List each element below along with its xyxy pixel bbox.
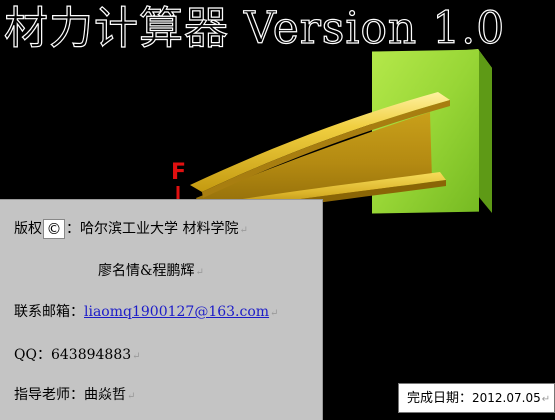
copyright-separator: ： — [66, 221, 80, 237]
advisor-name: 曲焱哲 — [84, 387, 126, 403]
advisor-label: 指导老师： — [14, 387, 84, 403]
app-title: 材力计算器 Version 1.0 — [3, 2, 506, 54]
paragraph-mark-icon: ↵ — [541, 394, 551, 405]
paragraph-mark-icon: ↵ — [132, 351, 141, 362]
force-arrow: F — [171, 160, 186, 200]
paragraph-mark-icon: ↵ — [127, 391, 136, 402]
qq-number: 643894883 — [50, 347, 132, 363]
copyright-icon: © — [43, 219, 65, 239]
paragraph-mark-icon: ↵ — [239, 225, 248, 236]
paragraph-mark-icon: ↵ — [270, 308, 279, 319]
authors-row: 廖名情&程鹏辉↵ — [98, 260, 204, 280]
copyright-label: 版权 — [14, 221, 42, 237]
completion-date: 2012.07.05 — [472, 391, 541, 405]
force-label: F — [171, 160, 186, 185]
completion-label: 完成日期： — [407, 391, 473, 406]
authors-text: 廖名情&程鹏辉 — [98, 263, 195, 279]
qq-row: QQ：643894883↵ — [14, 344, 141, 364]
advisor-row: 指导老师：曲焱哲↵ — [14, 384, 135, 404]
qq-label: QQ： — [14, 347, 51, 363]
email-row: 联系邮箱：liaomq1900127@163.com↵ — [14, 301, 278, 321]
copyright-row: 版权©：哈尔滨工业大学 材料学院↵ — [14, 218, 248, 239]
email-link[interactable]: liaomq1900127@163.com — [84, 304, 270, 320]
institution-text: 哈尔滨工业大学 材料学院 — [80, 221, 239, 237]
completion-date-box: 完成日期：2012.07.05↵ — [398, 383, 555, 413]
info-panel: 版权©：哈尔滨工业大学 材料学院↵ 廖名情&程鹏辉↵ 联系邮箱：liaomq19… — [0, 199, 323, 420]
email-label: 联系邮箱： — [14, 304, 84, 320]
paragraph-mark-icon: ↵ — [195, 267, 204, 278]
